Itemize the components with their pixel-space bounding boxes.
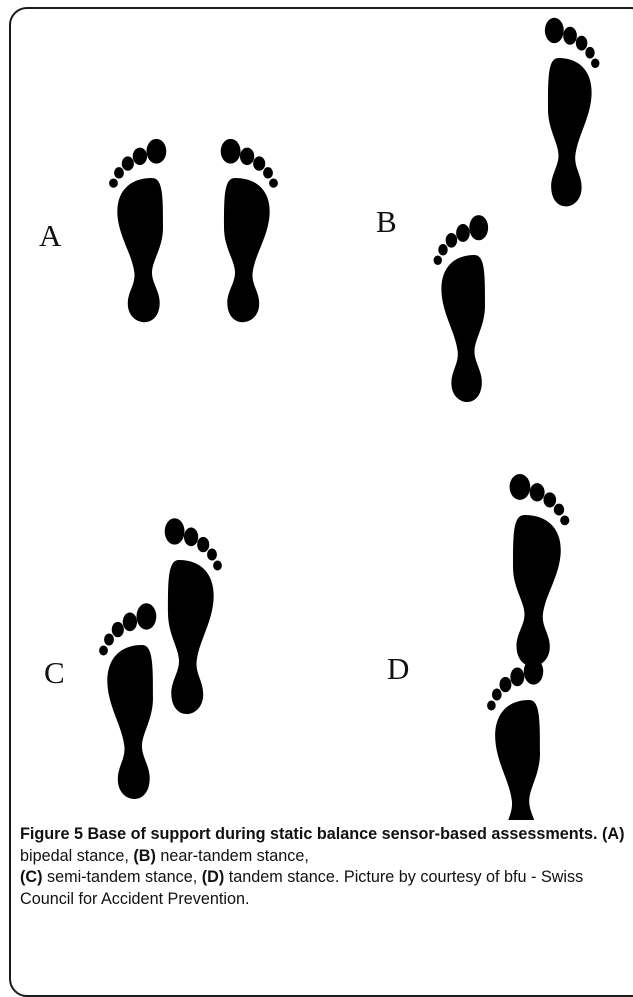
caption-label: Figure 5 <box>20 825 83 843</box>
figure-artwork: A B C D <box>0 0 633 820</box>
caption-item-c: semi-tandem stance, <box>47 868 197 886</box>
caption-item-b: near-tandem stance, <box>160 847 308 865</box>
panel-c-right-foot-icon <box>165 518 222 714</box>
caption-marker-d: (D) <box>202 868 224 886</box>
caption-item-d: tandem stance. <box>229 868 340 886</box>
panel-label-c: C <box>44 655 65 690</box>
panel-a-left-foot-icon <box>109 139 166 322</box>
caption-marker-c: (C) <box>20 868 42 886</box>
panel-b-left-foot-icon <box>434 215 489 402</box>
caption-marker-a: (A) <box>602 825 624 843</box>
caption-marker-b: (B) <box>133 847 155 865</box>
panel-label-a: A <box>39 218 62 253</box>
figure-caption: Figure 5 Base of support during static b… <box>20 824 626 910</box>
caption-title: Base of support during static balance se… <box>87 825 597 843</box>
panel-d-right-foot-icon <box>510 474 570 666</box>
panel-label-d: D <box>387 651 409 686</box>
panel-d-left-foot-icon <box>487 658 543 820</box>
panel-b-right-foot-icon <box>545 18 600 207</box>
panel-c-left-foot-icon <box>99 603 156 799</box>
panel-a-right-foot-icon <box>221 139 278 322</box>
panel-label-b: B <box>376 204 397 239</box>
caption-item-a: bipedal stance, <box>20 847 129 865</box>
